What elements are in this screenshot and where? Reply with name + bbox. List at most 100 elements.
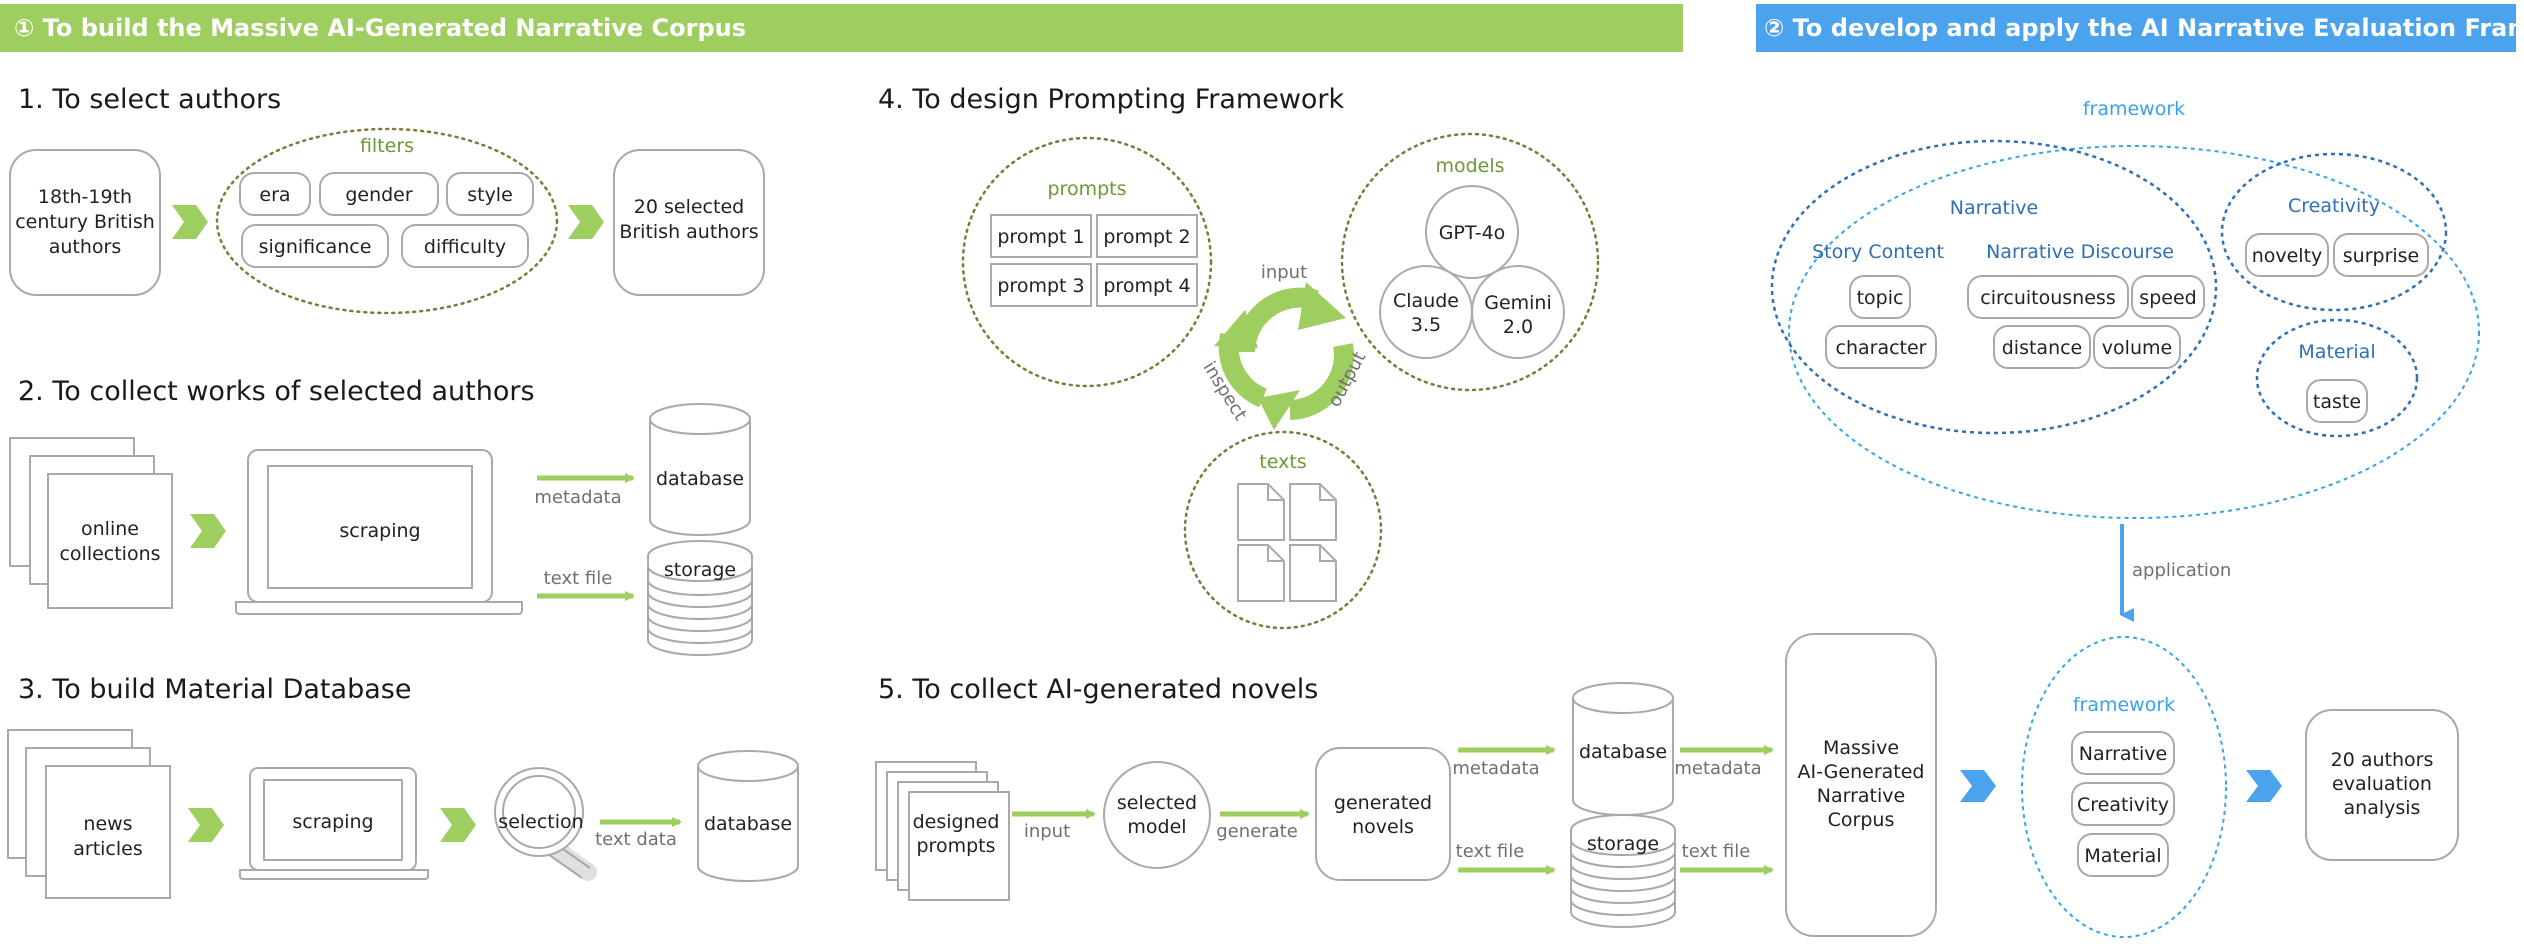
filter-pill [241, 224, 389, 268]
magnifier-icon [494, 767, 597, 881]
item-pill [2071, 782, 2175, 826]
edge-textfile: text file [1456, 841, 1525, 862]
item-pill [2131, 275, 2205, 319]
banner-left: ① To build the Massive AI-Generated Narr… [0, 4, 1683, 52]
models-label: models [1435, 155, 1504, 177]
filters-label: filters [360, 135, 414, 157]
edge-textfile: text file [544, 568, 613, 589]
laptop-icon [235, 449, 523, 615]
item-pill [2306, 379, 2368, 423]
narrative-label: Narrative [1950, 197, 2038, 219]
selected-model-line1: selected [1117, 792, 1197, 814]
document-stack-front [45, 765, 171, 899]
material-group [2255, 318, 2419, 438]
chevron-arrow-icon [1960, 770, 1996, 802]
chevron-arrow-icon [440, 808, 476, 842]
edge-textdata: text data [595, 829, 677, 850]
model-gemini-line2: 2.0 [1503, 316, 1533, 338]
generated-novels-line1: generated [1334, 792, 1432, 814]
document-icon [1237, 483, 1285, 541]
evaluation-framework: framework Narrative Story Content topic … [1770, 98, 2480, 938]
selected-authors-box [613, 149, 765, 296]
database-cylinder-icon [649, 403, 751, 536]
designed-prompts-line1: designed [913, 811, 1000, 833]
designed-prompts-line2: prompts [917, 835, 996, 857]
filter-style: style [467, 184, 513, 206]
filters-group [215, 127, 559, 315]
applied-framework-label: framework [2073, 694, 2175, 716]
corpus-line4: Corpus [1828, 809, 1895, 831]
document-icon [1289, 483, 1337, 541]
section-prompting-framework: 4. To design Prompting Framework prompts… [878, 84, 1600, 630]
database-label: database [1579, 741, 1667, 763]
filter-era: era [259, 184, 290, 206]
filter-significance: significance [259, 236, 372, 258]
discourse-volume: volume [2102, 337, 2172, 359]
document-icon [1289, 544, 1337, 602]
section-material-database: 3. To build Material Database news artic… [7, 674, 799, 899]
prompt-box [1096, 263, 1198, 307]
laptop-icon [239, 767, 429, 880]
filter-pill [401, 224, 529, 268]
database-label: database [656, 468, 744, 490]
online-collections-line1: online [81, 518, 139, 540]
storage-stack-icon [1570, 814, 1676, 928]
authors-source-line1: 18th-19th [38, 186, 132, 208]
news-articles-line1: news [83, 813, 132, 835]
edge-application: application [2132, 560, 2231, 581]
corpus-box [1785, 633, 1937, 937]
generated-novels-box [1315, 747, 1451, 881]
prompt-4: prompt 4 [1103, 275, 1190, 297]
authors-source-line2: century British [15, 211, 155, 233]
chevron-arrow-icon [2246, 770, 2282, 802]
applied-framework-group [2021, 636, 2227, 938]
item-pill [1849, 275, 1911, 319]
authors-source-box [9, 149, 161, 296]
filter-pill [319, 172, 439, 216]
prompt-box [1096, 214, 1198, 258]
texts-group [1183, 430, 1383, 630]
section1-title: 1. To select authors [18, 84, 281, 115]
chevron-arrow-icon [188, 808, 224, 842]
online-collections-line2: collections [59, 543, 160, 565]
section-collect-novels: 5. To collect AI-generated novels design… [875, 633, 1996, 937]
material-label: Material [2298, 341, 2375, 363]
generated-novels-line2: novels [1352, 816, 1414, 838]
document-stack-front [47, 473, 173, 609]
framework-label: framework [2083, 98, 2185, 120]
storage-label: storage [664, 559, 736, 581]
result-line3: analysis [2344, 797, 2421, 819]
section3-title: 3. To build Material Database [18, 674, 411, 705]
chevron-arrow-icon [190, 514, 226, 548]
discourse-label: Narrative Discourse [1986, 241, 2174, 263]
models-group [1340, 132, 1600, 392]
storage-label: storage [1587, 833, 1659, 855]
banner-left-title: ① To build the Massive AI-Generated Narr… [14, 14, 746, 42]
database-cylinder-icon [1572, 682, 1674, 816]
edge-metadata: metadata [534, 487, 621, 508]
prompt-1: prompt 1 [997, 226, 1084, 248]
creativity-surprise: surprise [2343, 245, 2420, 267]
model-claude-line1: Claude [1393, 290, 1459, 312]
story-content-label: Story Content [1812, 241, 1944, 263]
cycle-input-label: input [1261, 262, 1307, 283]
corpus-line3: Narrative [1817, 785, 1905, 807]
item-pill [2077, 833, 2169, 877]
prompts-group [961, 136, 1213, 388]
scraping-label: scraping [339, 520, 420, 542]
result-line2: evaluation [2332, 773, 2432, 795]
corpus-line1: Massive [1823, 737, 1899, 759]
selected-authors-line2: British authors [619, 221, 758, 243]
selected-model-line2: model [1127, 816, 1186, 838]
creativity-label: Creativity [2288, 195, 2380, 217]
discourse-circuitousness: circuitousness [1980, 287, 2115, 309]
section5-title: 5. To collect AI-generated novels [878, 674, 1318, 705]
discourse-speed: speed [2139, 287, 2196, 309]
prompts-label: prompts [1048, 178, 1127, 200]
database-label: database [704, 813, 792, 835]
narrative-group [1770, 139, 2218, 435]
story-character: character [1836, 337, 1927, 359]
chevron-arrow-icon [568, 205, 604, 239]
chevron-arrow-icon [172, 205, 208, 239]
